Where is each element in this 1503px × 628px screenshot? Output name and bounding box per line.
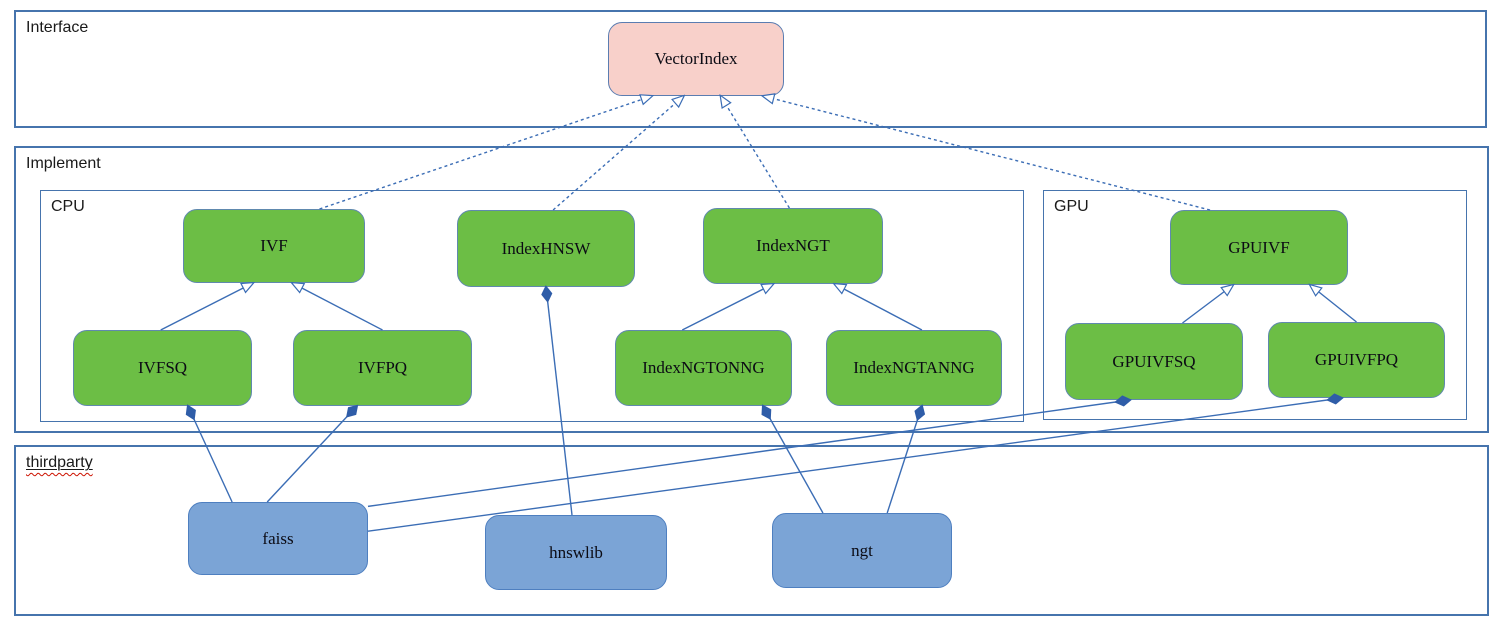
class-box-ivfsq: IVFSQ [73, 330, 252, 406]
class-box-faiss: faiss [188, 502, 368, 575]
class-box-indexngtanng: IndexNGTANNG [826, 330, 1002, 406]
class-box-ngt: ngt [772, 513, 952, 588]
class-box-indexhnsw: IndexHNSW [457, 210, 635, 287]
container-gpu-label: GPU [1054, 198, 1089, 215]
class-box-vectorindex: VectorIndex [608, 22, 784, 96]
container-interface-label: Interface [26, 19, 89, 36]
class-box-gpuivfpq: GPUIVFPQ [1268, 322, 1445, 398]
class-box-indexngt: IndexNGT [703, 208, 883, 284]
container-cpu-label: CPU [51, 198, 85, 215]
class-box-hnswlib: hnswlib [485, 515, 667, 590]
container-implement-label: Implement [26, 155, 101, 172]
class-box-gpuivfsq: GPUIVFSQ [1065, 323, 1243, 400]
class-box-gpuivf: GPUIVF [1170, 210, 1348, 285]
class-box-ivfpq: IVFPQ [293, 330, 472, 406]
class-box-indexngtonng: IndexNGTONNG [615, 330, 792, 406]
class-box-ivf: IVF [183, 209, 365, 283]
container-thirdparty-label: thirdparty [26, 454, 93, 471]
